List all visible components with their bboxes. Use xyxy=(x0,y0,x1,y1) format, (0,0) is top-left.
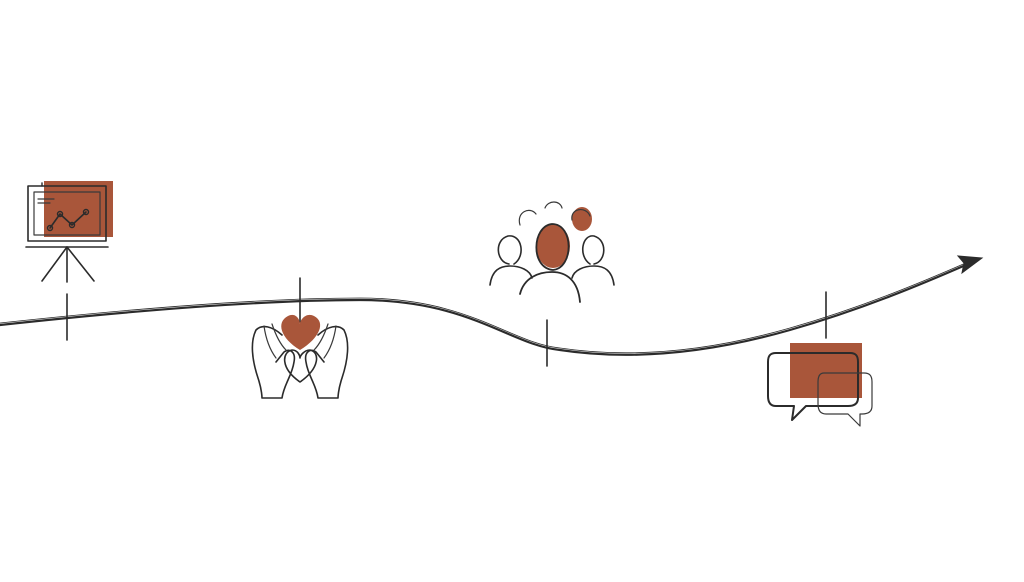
timeline-curve xyxy=(0,262,970,356)
heart-accent xyxy=(281,314,321,350)
chat-bubbles-icon xyxy=(767,343,873,427)
board-accent xyxy=(44,181,113,237)
person-back-accent xyxy=(572,207,592,231)
person-center-accent xyxy=(536,224,570,268)
group-of-people-icon xyxy=(489,201,615,303)
timeline-ticks xyxy=(66,277,827,367)
presentation-board-icon xyxy=(25,181,113,283)
timeline-arrowhead xyxy=(956,255,984,275)
timeline-curve-shadow xyxy=(0,261,969,354)
hands-holding-heart-icon xyxy=(251,314,349,399)
bubble-accent xyxy=(790,343,862,398)
